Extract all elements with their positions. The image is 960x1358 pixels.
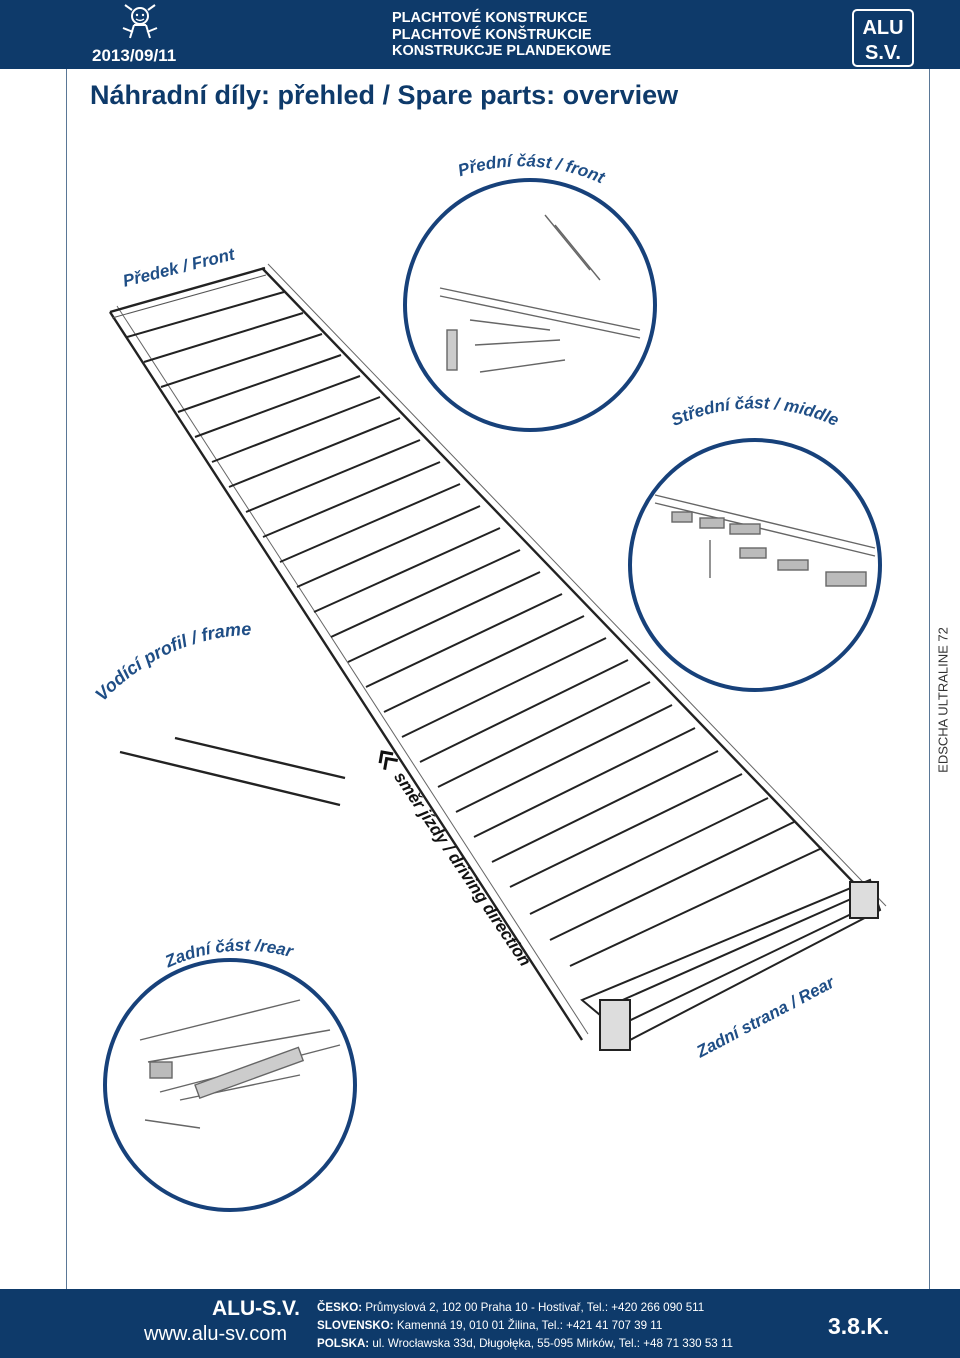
- detail-circle-rear: Zadní část /rear: [103, 936, 357, 1212]
- guide-profile-detail: Vodící profil / frame: [91, 619, 346, 807]
- frame-border-left: [66, 69, 68, 1289]
- page-number: 3.8.K.: [828, 1313, 890, 1339]
- alu-sv-logo-icon: ALU S.V.: [852, 9, 914, 67]
- label-frame: Vodící profil / frame: [91, 619, 251, 705]
- header-bar: 2013/09/11 PLACHTOVÉ KONSTRUKCE PLACHTOV…: [0, 0, 960, 69]
- header-title-cz: PLACHTOVÉ KONSTRUKCE: [392, 10, 588, 26]
- detail-circle-middle: Střední část / middle: [628, 393, 882, 692]
- document-date: 2013/09/11: [92, 46, 177, 65]
- footer-brand: ALU-S.V.: [212, 1297, 300, 1320]
- rear-portal: [580, 878, 882, 1051]
- address-cz: ČESKO: Průmyslová 2, 102 00 Praha 10 - H…: [317, 1301, 705, 1314]
- footer-website-link[interactable]: www.alu-sv.com: [144, 1323, 287, 1345]
- label-front: Předek / Front: [121, 244, 238, 290]
- frame-rail-left: [108, 311, 584, 1041]
- logo-text-top: ALU: [862, 17, 903, 39]
- mascot-icon: [122, 4, 158, 39]
- roof-bows: [126, 291, 823, 967]
- svg-text:Vodící profil / frame: Vodící profil / frame: [91, 619, 251, 705]
- header-title-sk: PLACHTOVÉ KONŠTRUKCIE: [392, 26, 592, 43]
- driving-direction: směr jízdy / driving direction: [378, 750, 535, 970]
- trailer-frame: [108, 263, 887, 1051]
- address-pl: POLSKA: ul. Wrocławska 33d, Długołęka, 5…: [317, 1337, 733, 1350]
- label-rear-side: Zadní strana / Rear: [693, 972, 839, 1062]
- header-titles: PLACHTOVÉ KONSTRUKCE PLACHTOVÉ KONŠTRUKC…: [392, 10, 611, 60]
- detail-circle-front: Přední část / front: [403, 151, 657, 432]
- label-middle-part: Střední část / middle: [668, 393, 841, 430]
- svg-text:Střední část / middle: Střední část / middle: [668, 393, 841, 430]
- double-chevron-left-icon: [378, 750, 398, 770]
- frame-border-right: [929, 69, 931, 1289]
- footer-addresses: ČESKO: Průmyslová 2, 102 00 Praha 10 - H…: [317, 1299, 733, 1353]
- label-direction: směr jízdy / driving direction: [390, 768, 535, 970]
- address-sk: SLOVENSKO: Kamenná 19, 010 01 Žilina, Te…: [317, 1319, 663, 1332]
- page-title: Náhradní díly: přehled / Spare parts: ov…: [90, 80, 679, 110]
- footer-bar: ALU-S.V. www.alu-sv.com ČESKO: Průmyslov…: [0, 1289, 960, 1358]
- frame-rail-right: [261, 267, 881, 911]
- front-bow: [109, 266, 266, 314]
- logo-text-bottom: S.V.: [865, 42, 901, 64]
- header-title-pl: KONSTRUKCJE PLANDEKOWE: [392, 43, 612, 59]
